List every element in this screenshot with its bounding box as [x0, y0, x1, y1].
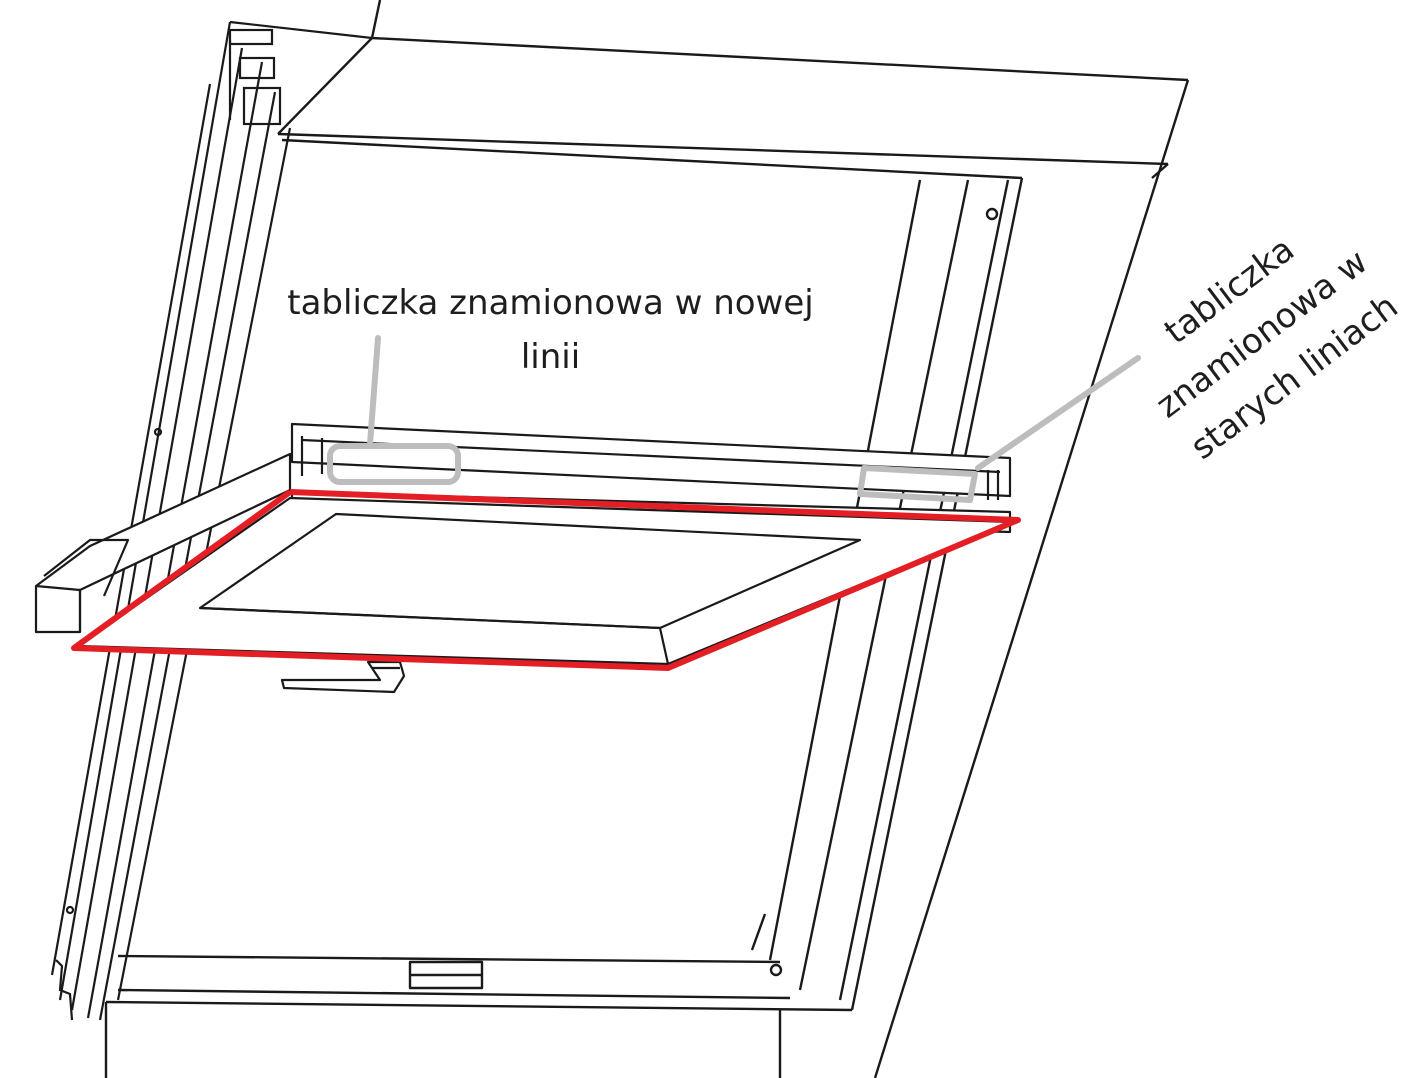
callout-old-lines — [857, 355, 1141, 503]
label-new-line-2: linii — [520, 337, 581, 377]
callout-new-line — [327, 335, 461, 485]
label-new-line: tabliczka znamionowa w nowej linii — [263, 276, 838, 384]
window-frame — [104, 0, 1190, 1078]
window-sash — [34, 422, 1014, 694]
label-new-line-1: tabliczka znamionowa w nowej — [287, 283, 814, 323]
sash-highlight-outline — [71, 489, 1021, 671]
